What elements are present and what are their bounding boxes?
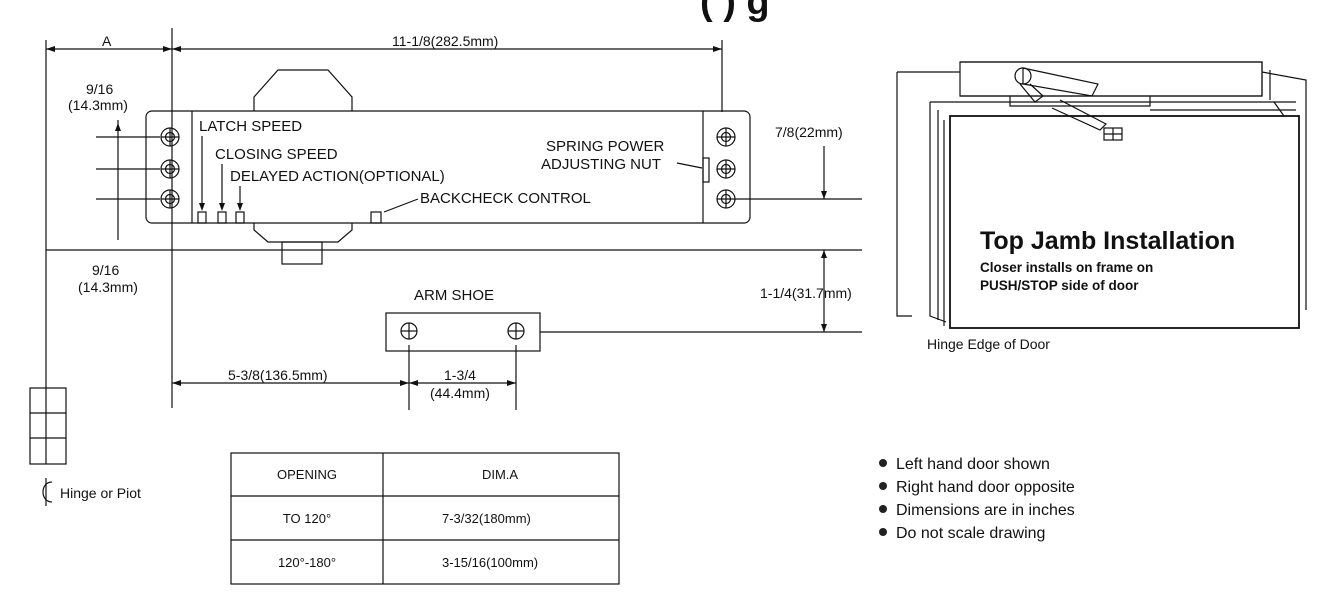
arm-shoe-label: ARM SHOE: [414, 287, 494, 304]
top-jamb-installation-illustration: Top Jamb Installation Closer installs on…: [896, 61, 1307, 352]
page-header-fragment: ( ) g: [700, 0, 770, 23]
dimension-a: A: [45, 33, 172, 250]
panel-caption: Hinge Edge of Door: [927, 336, 1050, 352]
reference-lines: [46, 198, 862, 333]
bullet-icon: [879, 528, 887, 536]
valve-callouts: LATCH SPEED CLOSING SPEED DELAYED ACTION…: [199, 118, 703, 213]
dimension-arm-shoe-drop: 1-1/4(31.7mm): [760, 250, 852, 332]
dimension-arm-shoe-offset: 5-3/8(136.5mm): [172, 367, 409, 386]
dimension-right-offset: 7/8(22mm): [775, 124, 843, 199]
spring-power-label-line1: SPRING POWER: [546, 138, 665, 155]
top-offset-mm: (14.3mm): [68, 97, 128, 113]
left-mounting-holes: [160, 127, 180, 209]
spring-power-label-line2: ADJUSTING NUT: [541, 156, 661, 173]
note-item: Dimensions are in inches: [896, 502, 1075, 519]
panel-title: Top Jamb Installation: [980, 227, 1235, 255]
hole-spacing-inch: 1-3/4: [444, 367, 476, 383]
table-cell: TO 120°: [283, 511, 331, 526]
latch-speed-label: LATCH SPEED: [199, 118, 302, 135]
dimension-top-offset: 9/16 (14.3mm): [68, 81, 128, 240]
table-cell: 7-3/32(180mm): [442, 511, 531, 526]
note-item: Do not scale drawing: [896, 525, 1045, 542]
right-offset-label: 7/8(22mm): [775, 124, 843, 140]
hinge-or-pivot-label: Hinge or Piot: [60, 485, 141, 501]
arm-shoe: ARM SHOE: [385, 287, 541, 410]
hole-spacing-mm: (44.4mm): [430, 385, 490, 401]
notes-list: Left hand door shown Right hand door opp…: [879, 456, 1075, 542]
bottom-offset-inch: 9/16: [92, 262, 119, 278]
arm-shoe-drop-label: 1-1/4(31.7mm): [760, 285, 852, 301]
bottom-offset-mm: (14.3mm): [78, 279, 138, 295]
closing-speed-label: CLOSING SPEED: [215, 146, 338, 163]
hinge-pivot: Hinge or Piot: [29, 250, 141, 506]
note-item: Left hand door shown: [896, 456, 1050, 473]
right-mounting-holes: [716, 127, 736, 209]
table-header-dim-a: DIM.A: [482, 467, 518, 482]
note-item: Right hand door opposite: [896, 479, 1075, 496]
door-closer-body: [96, 69, 751, 265]
bullet-icon: [879, 505, 887, 513]
dimension-hole-spacing: 1-3/4 (44.4mm): [409, 367, 516, 401]
table-header-opening: OPENING: [277, 467, 337, 482]
top-offset-inch: 9/16: [86, 81, 113, 97]
opening-table: OPENING DIM.A TO 120° 7-3/32(180mm) 120°…: [230, 452, 620, 585]
bullet-icon: [879, 459, 887, 467]
dimension-a-label: A: [102, 33, 112, 49]
delayed-action-label: DELAYED ACTION(OPTIONAL): [230, 168, 445, 185]
overall-length-label: 11-1/8(282.5mm): [392, 33, 498, 49]
table-cell: 120°-180°: [278, 555, 336, 570]
dimension-bottom-offset: 9/16 (14.3mm): [78, 262, 138, 295]
arm-shoe-offset-label: 5-3/8(136.5mm): [228, 367, 328, 383]
dimension-overall-length: 11-1/8(282.5mm): [171, 28, 723, 408]
backcheck-control-label: BACKCHECK CONTROL: [420, 190, 591, 207]
table-cell: 3-15/16(100mm): [442, 555, 538, 570]
panel-subtitle-line2: PUSH/STOP side of door: [980, 278, 1139, 293]
panel-subtitle-line1: Closer installs on frame on: [980, 260, 1153, 275]
bullet-icon: [879, 482, 887, 490]
